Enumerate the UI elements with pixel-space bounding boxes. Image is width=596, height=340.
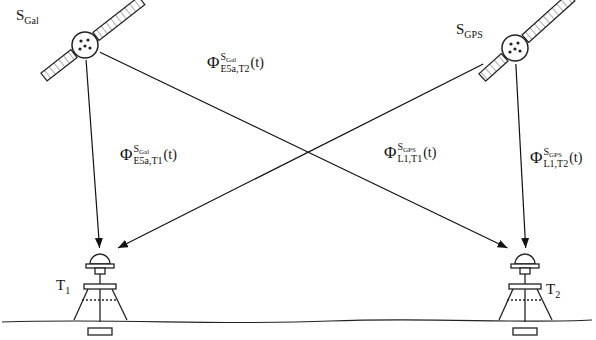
receiver-node: T2 — [500, 248, 580, 304]
receiver-tripod — [74, 254, 127, 335]
receiver-node: T1 — [48, 248, 126, 300]
receiver-tripod — [499, 254, 552, 335]
satellite-icon — [41, 0, 145, 81]
signal-path — [100, 52, 508, 248]
phase-observable: ΦSGalE5a,T1(t) — [118, 142, 179, 167]
satellite-label: SGal — [16, 8, 39, 23]
satellite-node: SGPS — [450, 16, 532, 64]
station-label: T2 — [546, 282, 560, 297]
signal-path — [86, 60, 99, 248]
satellite-node: SGal — [12, 4, 100, 60]
phase-observable: ΦSGPSL1,T2(t) — [528, 145, 584, 170]
ground-line — [2, 320, 592, 323]
satellite-body — [502, 35, 528, 61]
station-label: T1 — [56, 278, 70, 293]
satellite-icon — [479, 0, 575, 81]
satellite-body — [72, 32, 98, 58]
signal-path — [516, 64, 526, 248]
satellite-label: SGPS — [456, 22, 483, 37]
phase-observable: ΦSGalE5a,T2(t) — [205, 50, 266, 75]
phase-observable: ΦSGPSL1,T1(t) — [382, 140, 438, 165]
signal-path — [118, 64, 483, 248]
